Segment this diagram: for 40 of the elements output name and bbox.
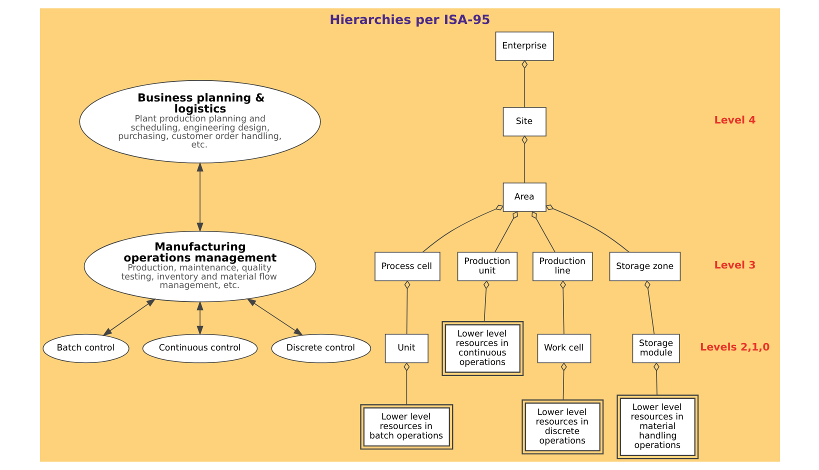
- diagram-title: Hierarchies per ISA-95: [329, 12, 490, 27]
- connector: [494, 211, 518, 252]
- node-box: Enterprise: [494, 32, 554, 61]
- arrow: [196, 300, 203, 336]
- node-box: Area: [502, 182, 546, 212]
- node-box: Lower level resources in continuous operations: [441, 321, 524, 376]
- node-ellipse: Batch control: [42, 334, 129, 364]
- label: Level 3: [714, 259, 756, 272]
- node-ellipse: Discrete control: [270, 334, 371, 364]
- connector: [521, 60, 528, 108]
- arrow: [246, 298, 303, 336]
- node-box: Lower level resources in batch operations: [360, 404, 453, 450]
- connector: [403, 362, 410, 406]
- node-box: Unit: [384, 334, 428, 364]
- connector: [422, 204, 504, 253]
- connector: [559, 280, 566, 334]
- node-ellipse: Manufacturing operations management Production, maintenance, quality testing, inventory and material flow management, etc.: [83, 230, 316, 302]
- connector: [531, 211, 555, 252]
- label: Levels 2,1,0: [700, 341, 770, 354]
- arrow: [196, 162, 203, 232]
- node-box: Storage module: [632, 334, 680, 364]
- node-box: Production unit: [456, 252, 518, 282]
- connector: [544, 204, 630, 253]
- node-ellipse: Business planning & logistics Plant production planning and scheduling, engineering design, purchasing, customer order handling, etc.: [78, 80, 320, 164]
- connector: [521, 135, 528, 184]
- node-box: Process cell: [374, 252, 440, 282]
- node-box: Production line: [532, 252, 592, 282]
- node-box: Site: [502, 107, 546, 136]
- node-box: Storage zone: [608, 252, 680, 282]
- connector: [560, 362, 566, 400]
- node-ellipse: Continuous control: [142, 334, 258, 364]
- connector: [652, 362, 659, 396]
- node-box: Lower level resources in discrete operations: [521, 399, 604, 454]
- label: Level 4: [714, 114, 756, 127]
- node-box: Work cell: [536, 334, 591, 364]
- connector: [482, 280, 489, 322]
- node-box: Lower level resources in material handling operations: [616, 394, 698, 460]
- connector: [404, 280, 410, 334]
- connector: [644, 280, 654, 334]
- arrow: [102, 298, 156, 336]
